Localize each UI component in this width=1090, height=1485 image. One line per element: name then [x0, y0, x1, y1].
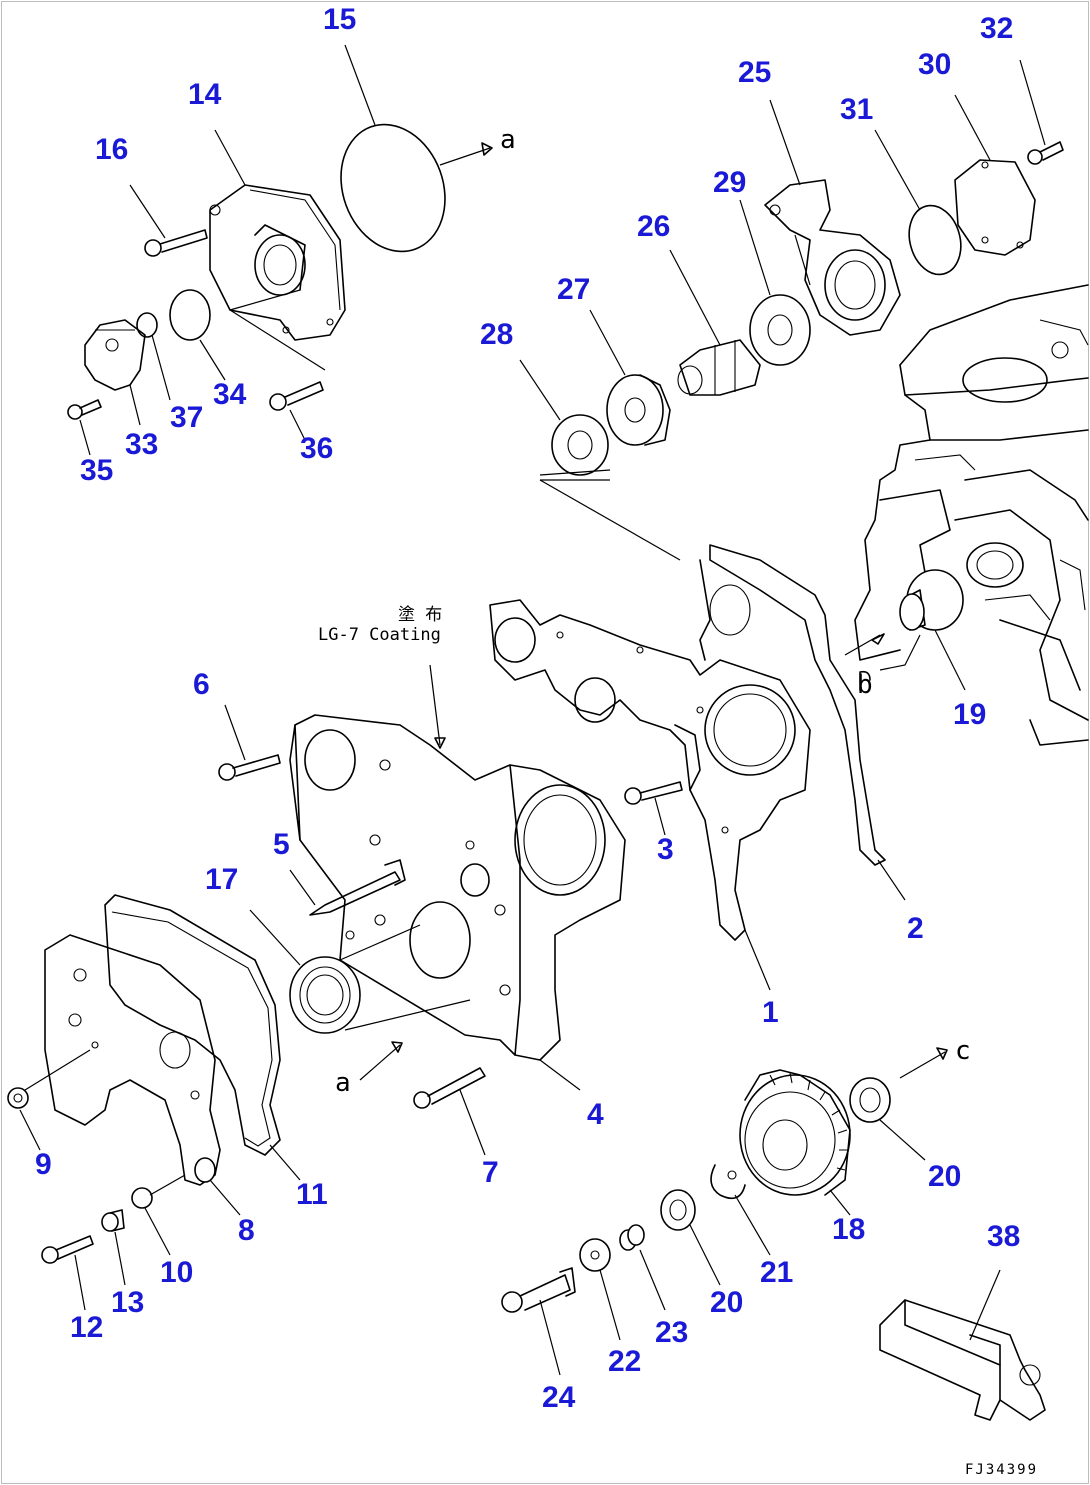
callout-27: 27: [557, 273, 591, 306]
callout-19: 19: [953, 698, 987, 731]
callout-23: 23: [655, 1316, 689, 1349]
part-32-bolt: [1019, 59, 1064, 165]
callout-15: 15: [323, 3, 357, 36]
part-19-hub: [859, 569, 966, 691]
part-8-cover: [24, 934, 241, 1216]
callout-28: 28: [480, 318, 514, 351]
drawing-code: FJ34399: [965, 1462, 1039, 1478]
part-30-cover: [954, 94, 1036, 256]
callout-32: 32: [980, 12, 1014, 45]
callout-16: 16: [95, 133, 129, 166]
part-35-bolt: [67, 399, 102, 456]
callout-14: 14: [188, 78, 222, 111]
callout-7: 7: [482, 1156, 499, 1189]
callout-2: 2: [907, 912, 924, 945]
coating-note-kanji: 塗 布: [398, 605, 443, 625]
part-14-cover: [209, 129, 346, 371]
part-17-oil-seal: [249, 909, 471, 1034]
callout-13: 13: [111, 1286, 145, 1319]
part-20-thrust-plate: [660, 1077, 926, 1286]
part-26-shaft: [669, 249, 761, 396]
callout-18: 18: [832, 1213, 866, 1246]
callout-20-upper: 20: [928, 1160, 962, 1193]
reference-letter-c: c: [955, 1036, 971, 1066]
callout-33: 33: [125, 428, 159, 461]
reference-arrows: [359, 142, 948, 1081]
part-25-housing: [764, 99, 901, 336]
part-28-bearing: [519, 359, 611, 476]
part-29-bearing: [739, 199, 811, 366]
callout-10: 10: [160, 1256, 194, 1289]
reference-letter-b: b: [857, 670, 873, 700]
coating-note-text: LG-7 Coating: [318, 625, 441, 645]
callout-17: 17: [205, 863, 239, 896]
part-3-bolt: [624, 781, 683, 836]
callout-24: 24: [542, 1381, 576, 1414]
part-22-23-24-shaft-set: [501, 1224, 666, 1376]
part-11-gasket: [104, 894, 301, 1181]
part-2-gasket: [699, 544, 906, 901]
reference-letter-a-bottom: a: [335, 1068, 351, 1098]
callout-5: 5: [273, 828, 290, 861]
callout-6: 6: [193, 668, 210, 701]
callout-11: 11: [296, 1178, 328, 1211]
reference-letter-a-top: a: [500, 125, 516, 155]
part-38-tool: [879, 1269, 1046, 1421]
part-10-12-13-fasteners: [41, 1174, 186, 1311]
callout-38: 38: [987, 1220, 1021, 1253]
part-16-bolt: [129, 184, 208, 257]
callout-9: 9: [35, 1148, 52, 1181]
callout-21: 21: [760, 1256, 794, 1289]
callout-35: 35: [80, 454, 114, 487]
part-15-o-ring: [340, 44, 446, 253]
part-9-nut: [7, 1087, 41, 1151]
callout-36: 36: [300, 432, 334, 465]
callout-25: 25: [738, 56, 772, 89]
part-7-bolt: [413, 1067, 486, 1156]
part-1-front-plate: [489, 479, 811, 991]
callout-34: 34: [213, 378, 247, 411]
part-37-ring: [136, 312, 171, 401]
callout-22: 22: [608, 1345, 642, 1378]
callout-30: 30: [918, 48, 952, 81]
part-36-bolt: [269, 381, 324, 441]
callout-37: 37: [170, 401, 204, 434]
callout-1: 1: [762, 996, 779, 1029]
part-6-bolt: [218, 704, 281, 781]
part-31-o-ring: [874, 129, 962, 276]
callout-3: 3: [657, 833, 674, 866]
callout-8: 8: [238, 1214, 255, 1247]
callout-29: 29: [713, 166, 747, 199]
part-33-housing: [84, 319, 146, 426]
part-21-snap-ring: [710, 1164, 771, 1256]
callout-4: 4: [587, 1098, 604, 1131]
callout-31: 31: [840, 93, 874, 126]
part-5-pin: [289, 859, 406, 916]
part-18-idler-gear: [739, 1069, 851, 1216]
part-34-o-ring: [169, 289, 226, 381]
callout-12: 12: [70, 1311, 104, 1344]
engine-block: [854, 284, 1089, 746]
callout-20-lower: 20: [710, 1286, 744, 1319]
part-27-gear: [589, 309, 671, 446]
callout-26: 26: [637, 210, 671, 243]
